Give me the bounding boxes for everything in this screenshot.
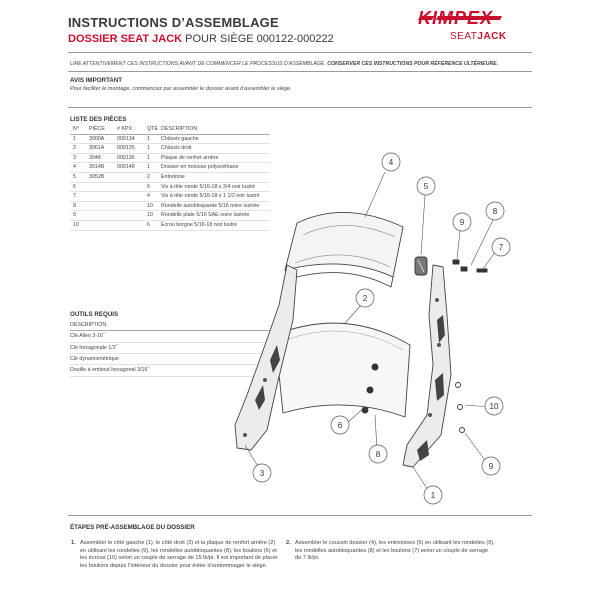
notice-heading: AVIS IMPORTANT	[70, 77, 123, 84]
reinforcement-plate-part	[274, 322, 411, 418]
callout-2: 2	[355, 288, 375, 308]
svg-text:5: 5	[424, 182, 429, 191]
callout-3: 3	[252, 463, 272, 483]
callout-8b: 8	[368, 444, 388, 464]
svg-text:8: 8	[493, 207, 498, 216]
right-frame-part	[402, 264, 452, 468]
header-divider	[68, 52, 532, 53]
callout-labels: 4 5 9 8 7 2 6 10 3 8 9 1	[252, 152, 511, 505]
brand-subline: SEATJACK	[450, 31, 507, 42]
callout-6: 6	[330, 415, 350, 435]
intro-divider	[68, 71, 532, 72]
tools-heading: OUTILS REQUIS	[70, 311, 119, 318]
brand-name: KIMPEX	[418, 8, 494, 28]
svg-text:9: 9	[460, 218, 465, 227]
svg-text:4: 4	[389, 158, 394, 167]
tools-header-row: DESCRIPTION	[70, 320, 270, 332]
step-number: 2.	[286, 540, 291, 546]
callout-8: 8	[485, 201, 505, 221]
svg-text:10: 10	[490, 402, 499, 411]
callout-4: 4	[381, 152, 401, 172]
steps-heading: ÉTAPES PRÉ-ASSEMBLAGE DU DOSSIER	[70, 524, 195, 531]
svg-text:6: 6	[338, 421, 343, 430]
callout-7: 7	[491, 237, 511, 257]
column-header: PIÈCE	[89, 125, 117, 135]
svg-text:1: 1	[431, 491, 436, 500]
document-subtitle: DOSSIER SEAT JACK POUR SIÈGE 000122-0002…	[68, 33, 334, 45]
table-row: Clé hexagonale 1/2˝	[70, 342, 270, 355]
exploded-assembly-diagram: 4 5 9 8 7 2 6 10 3 8 9 1	[234, 152, 511, 505]
svg-text:3: 3	[260, 469, 265, 478]
product-name: DOSSIER SEAT JACK	[68, 33, 183, 45]
steps-divider	[68, 515, 532, 516]
svg-text:8: 8	[376, 450, 381, 459]
step-number: 1.	[71, 540, 76, 546]
svg-text:2: 2	[363, 294, 368, 303]
notice-divider	[68, 107, 532, 108]
callout-9b: 9	[481, 456, 501, 476]
column-header: N°	[70, 125, 89, 135]
callout-9: 9	[452, 212, 472, 232]
svg-text:7: 7	[499, 243, 504, 252]
column-header: # KPX	[117, 125, 147, 135]
column-header: DESCRIPTION	[161, 125, 270, 135]
callout-5: 5	[416, 176, 436, 196]
column-header: DESCRIPTION	[70, 320, 270, 332]
spacer-part	[414, 256, 428, 276]
parts-heading: LISTE DES PIÈCES	[70, 116, 127, 123]
column-header: QTÉ	[147, 125, 161, 135]
step-2: 2. Assembler le coussin dossier (4), les…	[286, 540, 495, 563]
parts-header-row: N° PIÈCE # KPX QTÉ DESCRIPTION	[70, 125, 270, 135]
kimpex-logo-icon	[418, 16, 502, 20]
callout-1: 1	[423, 485, 443, 505]
step-text: Assembler le coussin dossier (4), les en…	[295, 540, 495, 562]
notice-text: Pour faciliter le montage, commencez par…	[70, 86, 292, 92]
backrest-cushion-part	[284, 211, 404, 288]
left-frame-part	[234, 264, 298, 451]
svg-text:9: 9	[489, 462, 494, 471]
table-row: Clé dynamométrique	[70, 353, 270, 366]
tools-table: DESCRIPTION Clé Allen 3-16˝ Clé hexagona…	[70, 320, 270, 377]
product-model: POUR SIÈGE 000122-000222	[182, 33, 334, 45]
table-row: Clé Allen 3-16˝	[70, 330, 270, 343]
document-title: INSTRUCTIONS D’ASSEMBLAGE	[68, 15, 279, 30]
table-row: Douille à embout hexagonal 3/16˝	[70, 364, 270, 377]
step-1: 1. Assembler le côté gauche (1), le côté…	[71, 540, 280, 570]
callout-10: 10	[484, 396, 504, 416]
intro-notice: LIRE ATTENTIVEMENT CES INSTRUCTIONS AVAN…	[70, 61, 499, 67]
step-text: Assembler le côté gauche (1), le côté dr…	[80, 540, 278, 569]
